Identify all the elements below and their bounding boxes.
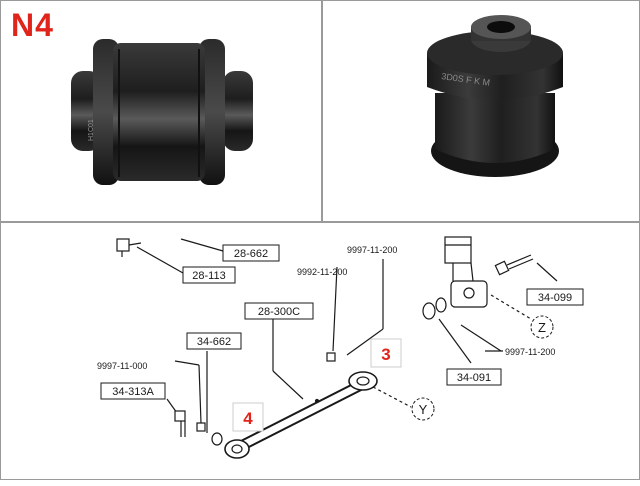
exploded-parts-diagram-panel: Z Y 28-662 28-113 34-099 28-300C 34-662 … (0, 222, 640, 480)
part-28-662: 28-662 (234, 248, 268, 260)
part-34-091: 34-091 (457, 372, 491, 384)
bolt-top-left (116, 238, 142, 257)
marker-z (530, 315, 554, 339)
exploded-parts-diagram: Z Y 28-662 28-113 34-099 28-300C 34-662 … (97, 236, 584, 459)
lateral-link-rod (224, 371, 378, 459)
marker-y (411, 397, 435, 421)
bolt-34-313a (166, 398, 186, 437)
part-34-662: 34-662 (197, 336, 231, 348)
callout-3: 3 (370, 338, 402, 368)
callout-3-label: 3 (381, 345, 390, 364)
part-9997-11-200-top: 9997-11-200 (347, 245, 397, 255)
marker-z-label: Z (538, 320, 546, 335)
callout-4: 4 (232, 402, 264, 432)
part-28-113: 28-113 (192, 270, 225, 282)
part-9997-11-200-right: 9997-11-200 (505, 347, 555, 357)
bushing-3d-photo-panel: 3D0S F K M (322, 0, 640, 222)
callout-4-label: 4 (243, 409, 253, 428)
part-34-099: 34-099 (538, 292, 572, 304)
svg-text:H1C01: H1C01 (88, 119, 95, 141)
bolt-34-099 (494, 254, 534, 276)
part-9997-11-000: 9997-11-000 (97, 361, 147, 371)
bushing-3d-photo: 3D0S F K M (427, 15, 563, 177)
bushing-side-photo-panel: N4 H1C01 (0, 0, 322, 222)
part-28-300c: 28-300C (258, 306, 300, 318)
part-9992-11-200: 9992-11-200 (297, 267, 347, 277)
part-34-313a: 34-313A (112, 386, 154, 398)
strut-mount (444, 236, 488, 308)
marker-y-label: Y (419, 402, 428, 417)
bushing-side-photo: H1C01 (71, 39, 253, 185)
model-badge: N4 (11, 7, 54, 43)
